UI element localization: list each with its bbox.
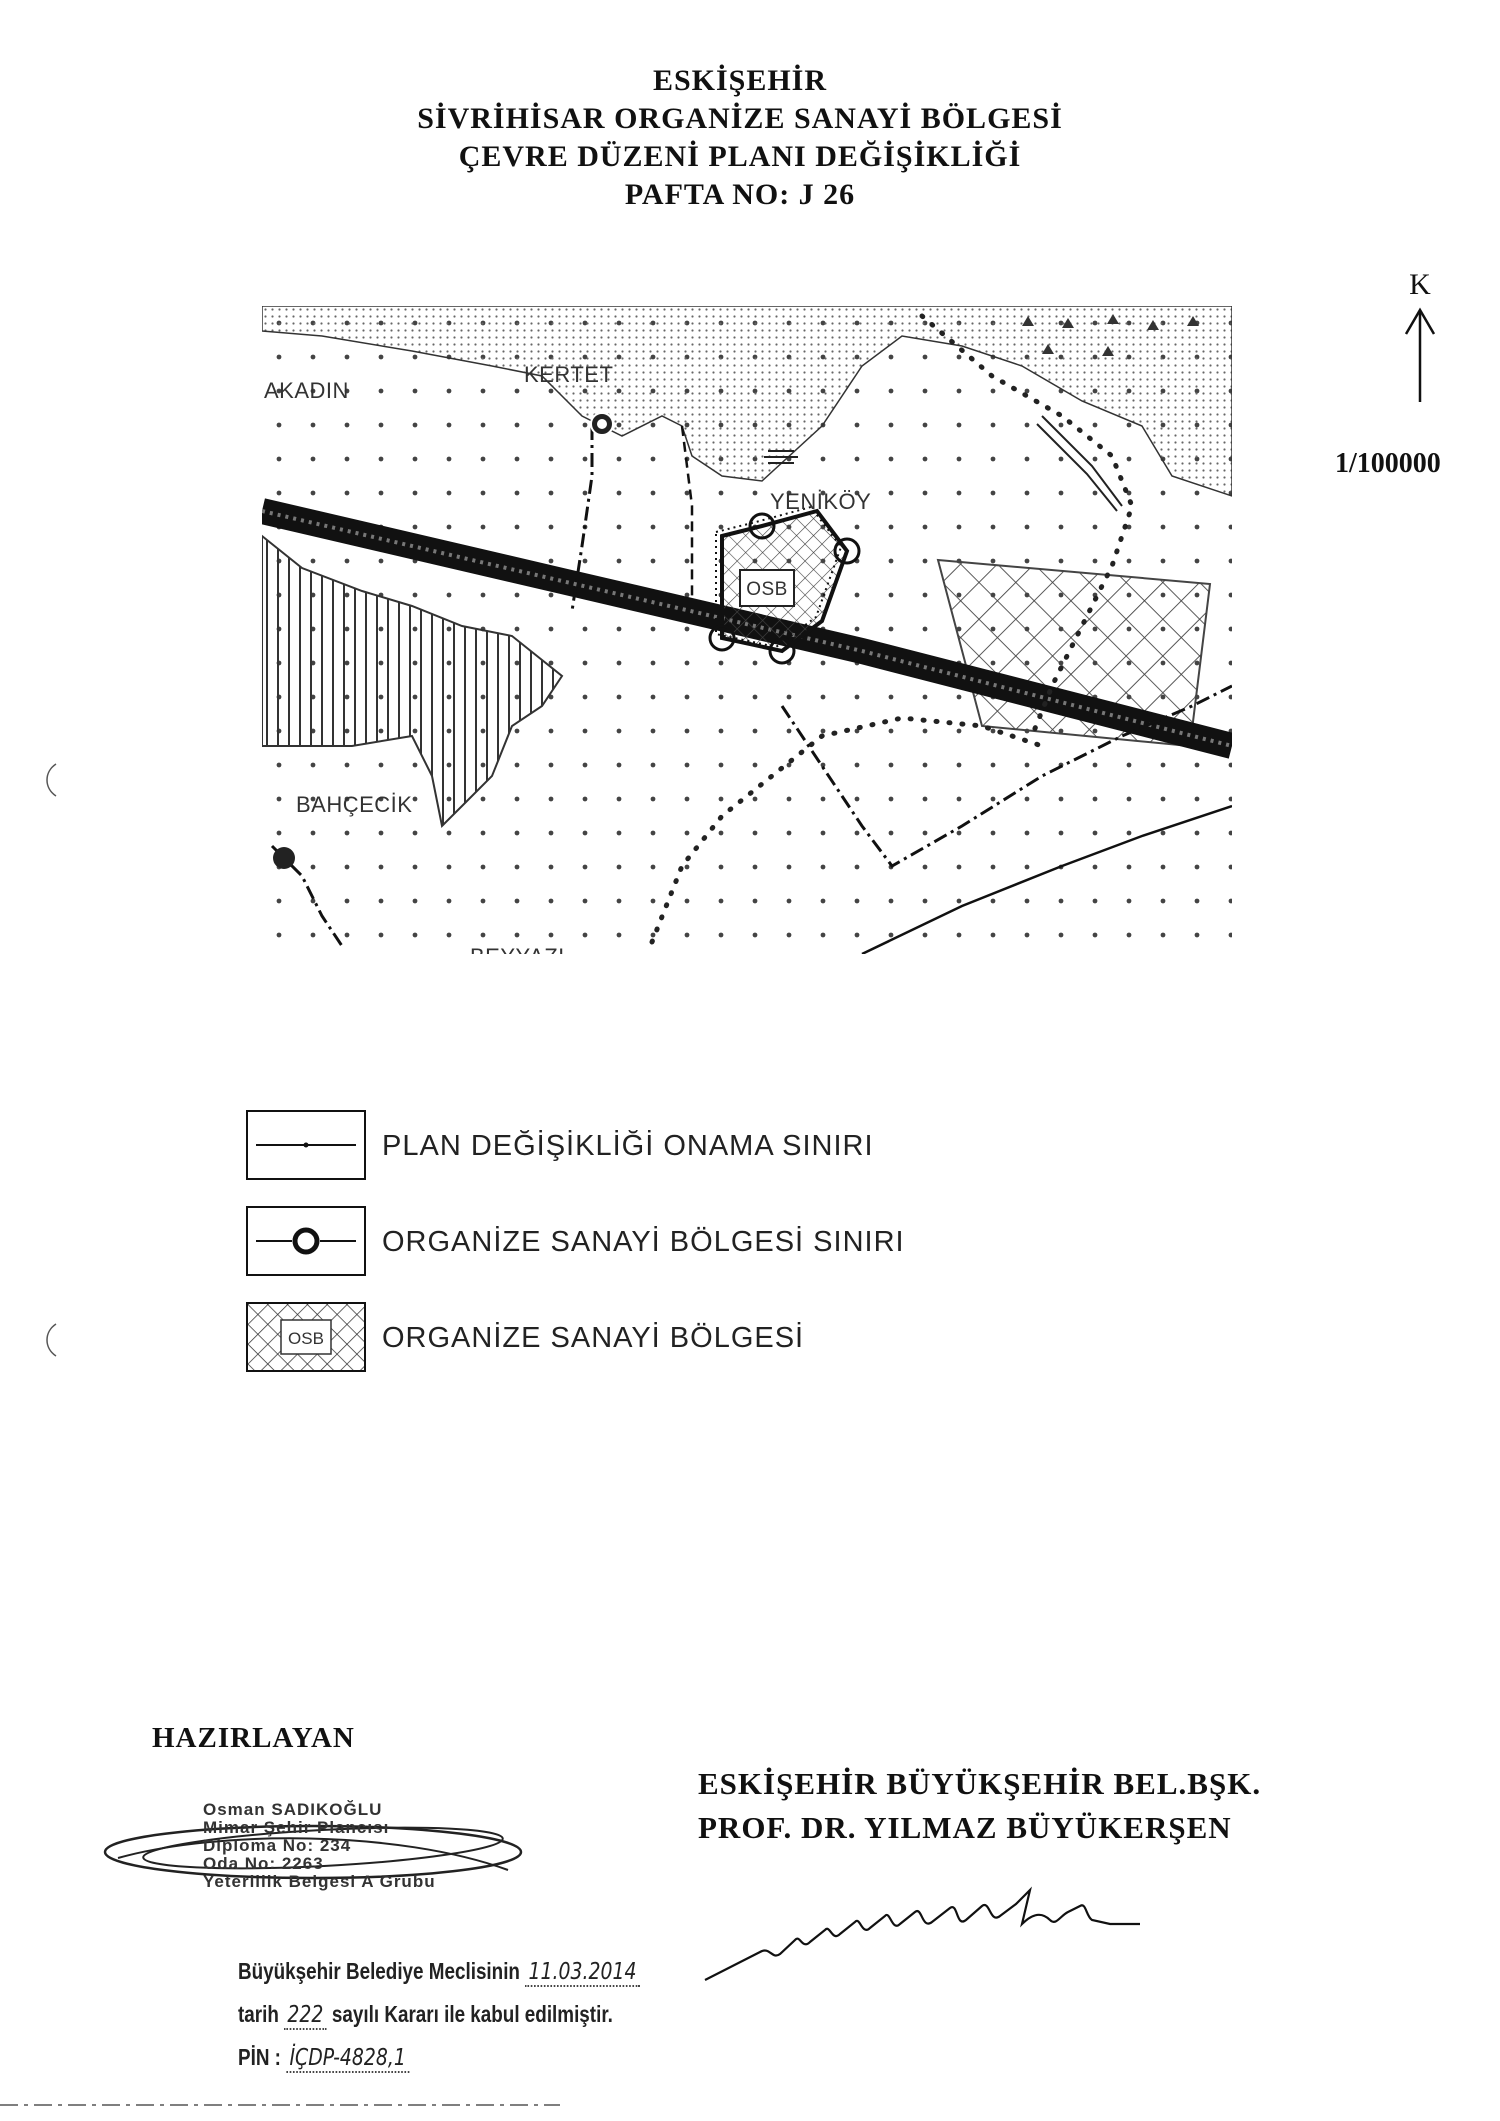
osb-boundary-ring-icon: [246, 1206, 366, 1276]
legend-item-approval-boundary: PLAN DEĞİŞİKLİĞİ ONAMA SINIRI: [246, 1110, 1146, 1180]
stamp-title: Mimar Şehir Plancısı: [203, 1818, 390, 1837]
legend-label: PLAN DEĞİŞİKLİĞİ ONAMA SINIRI: [382, 1130, 874, 1162]
legend-item-osb-boundary: ORGANİZE SANAYİ BÖLGESİ SINIRI: [246, 1206, 1146, 1276]
council-approval-note: Büyükşehir Belediye Meclisinin 11.03.201…: [238, 1950, 640, 2079]
title-sheet: PAFTA NO: J 26: [624, 178, 856, 211]
title-plan: ÇEVRE DÜZENİ PLANI DEĞİŞİKLİĞİ: [458, 140, 1022, 173]
approval-line-2: tarih 222 sayılı Kararı ile kabul edilmi…: [238, 1993, 640, 2036]
osb-site: OSB: [708, 505, 861, 665]
stamp-scribble-icon: [103, 1824, 523, 1880]
mayor-signature: [704, 1886, 1140, 1981]
pin-value: İÇDP-4828,1: [286, 2045, 410, 2073]
map-canvas: OSB AKADIN KERTET YENİKÖY BAHÇECİK BEYYA…: [262, 306, 1232, 954]
title-city: ESKİŞEHİR: [652, 64, 828, 97]
legend-osb-box-text: OSB: [288, 1329, 324, 1348]
approval-line-3: PİN : İÇDP-4828,1: [238, 2036, 640, 2079]
approval-suffix: sayılı Kararı ile kabul edilmiştir.: [331, 2001, 613, 2027]
north-label: K: [1409, 268, 1431, 301]
map-scale: 1/100000: [1335, 448, 1441, 479]
fine-dot-area: [262, 306, 1232, 497]
approval-prefix: Büyükşehir Belediye Meclisinin: [238, 1958, 520, 1984]
stamp-name: Osman SADIKOĞLU: [203, 1800, 383, 1819]
north-arrow: K: [1380, 268, 1460, 417]
mayor-block: ESKİŞEHİR BÜYÜKŞEHİR BEL.BŞK. PROF. DR. …: [698, 1762, 1261, 1850]
legend-label: ORGANİZE SANAYİ BÖLGESİ SINIRI: [382, 1226, 905, 1258]
stamp-yeterlilik: Yeterlilik Belgesi A Grubu: [203, 1872, 436, 1891]
place-akadin: AKADIN: [264, 378, 349, 403]
north-arrow-icon: [1404, 307, 1436, 402]
place-bahcecik: BAHÇECİK: [296, 792, 412, 817]
bahcecik-settlement-icon: [273, 847, 295, 869]
planner-stamp: Osman SADIKOĞLU Mimar Şehir Plancısı Dip…: [98, 1790, 528, 1900]
dotted-line-south: [649, 715, 1045, 945]
osb-map-label: OSB: [746, 579, 788, 600]
legend-item-osb-zone: OSB ORGANİZE SANAYİ BÖLGESİ: [246, 1302, 1146, 1372]
legend-label: ORGANİZE SANAYİ BÖLGESİ: [382, 1322, 805, 1354]
stamp-diploma: Diploma No: 234: [203, 1836, 352, 1855]
place-yenikoy: YENİKÖY: [770, 489, 871, 514]
place-kertet: KERTET: [524, 362, 613, 387]
approval-line-1: Büyükşehir Belediye Meclisinin 11.03.201…: [238, 1950, 640, 1993]
approval-boundary-line-icon: [246, 1110, 366, 1180]
prepared-by-heading: HAZIRLAYAN: [152, 1722, 355, 1754]
place-beyyazi: BEYYAZI: [470, 944, 565, 954]
scan-hole-mark: [46, 1323, 57, 1357]
scan-hole-mark: [46, 763, 57, 797]
mayor-office: ESKİŞEHİR BÜYÜKŞEHİR BEL.BŞK.: [698, 1766, 1262, 1801]
osb-label-box: [739, 569, 795, 607]
scan-bottom-edge: [0, 2104, 560, 2106]
dotted-line-east: [919, 313, 1135, 739]
vertical-hatch-area: [262, 534, 564, 829]
mayor-name: PROF. DR. YILMAZ BÜYÜKERŞEN: [698, 1810, 1232, 1845]
title-zone: SİVRİHİSAR ORGANİZE SANAYİ BÖLGESİ: [417, 102, 1063, 135]
approval-tarih: tarih: [238, 2001, 279, 2027]
approval-date: 11.03.2014: [525, 1959, 640, 1987]
pin-label: PİN :: [238, 2044, 281, 2070]
water-symbol: [764, 450, 798, 464]
osb-crosshatch-icon: OSB: [246, 1302, 366, 1372]
approval-number: 222: [284, 2002, 327, 2030]
plan-map: OSB AKADIN KERTET YENİKÖY BAHÇECİK BEYYA…: [262, 306, 1232, 954]
rock-symbols: [1022, 314, 1199, 356]
stamp-oda: Oda No: 2263: [203, 1854, 324, 1873]
plan-title-block: ESKİŞEHİR SİVRİHİSAR ORGANİZE SANAYİ BÖL…: [0, 62, 1500, 214]
